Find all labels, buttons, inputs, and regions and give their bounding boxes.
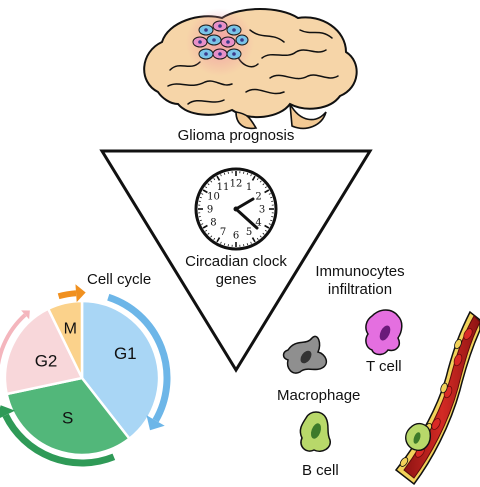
clock-number: 11 — [217, 182, 230, 193]
clock-tick — [220, 174, 222, 177]
clock-tick — [262, 232, 265, 235]
clock-tick — [270, 196, 273, 199]
clock-number: 8 — [210, 218, 216, 229]
phase-g1-arrow-head — [146, 415, 165, 431]
b-cell-label: B cell — [302, 462, 339, 479]
phase-m-arrow-head — [75, 284, 86, 303]
clock-tick — [199, 196, 202, 199]
phase-g2-wedge — [3, 307, 84, 396]
tumor-nuclei — [198, 24, 244, 56]
clock-number: 2 — [255, 192, 261, 203]
phase-m-wedge — [46, 299, 84, 379]
phase-g1-arrow — [107, 293, 171, 423]
cell-cycle-label: Cell cycle — [87, 271, 152, 288]
clock-tick — [264, 224, 270, 229]
phase-label-g2: G2 — [35, 351, 58, 370]
clock-number: 5 — [246, 227, 252, 238]
clock-ticks — [198, 171, 274, 247]
t-cell-label: T cell — [366, 358, 402, 375]
glioma-prognosis-label: Glioma prognosis — [177, 127, 295, 144]
clock-tick — [201, 193, 204, 195]
clock-number: 7 — [220, 227, 226, 238]
clock-tick — [246, 172, 249, 175]
clock-tick — [205, 186, 208, 189]
clock-tick — [250, 174, 252, 177]
clock-tick — [264, 186, 267, 189]
clock-tick — [199, 219, 202, 222]
brain-cerebellum — [289, 103, 327, 130]
macrophage-cell — [282, 335, 328, 374]
phase-label-s: S — [62, 408, 73, 427]
b-cell — [299, 411, 331, 452]
clock-tick — [251, 237, 256, 243]
clock-tick — [268, 193, 271, 195]
clock-tick — [246, 243, 249, 246]
brain-stem — [235, 111, 258, 130]
immunocytes-label-line1: Immunocytes — [315, 263, 405, 280]
clock-tick — [250, 241, 252, 244]
clock-tick — [270, 219, 273, 222]
immunocytes-label-line2: infiltration — [327, 281, 393, 298]
clock-tick — [210, 235, 213, 238]
brain-illustration — [143, 8, 358, 130]
macrophage-label: Macrophage — [277, 387, 361, 404]
clock-number: 3 — [259, 205, 265, 216]
clock-tick — [202, 189, 208, 194]
clock-tick — [262, 183, 265, 186]
clock-tick — [213, 178, 216, 181]
cell-cycle-wheel: G1S G2 M — [0, 284, 171, 467]
phase-g2-arrow — [0, 313, 27, 366]
clock-tick — [251, 175, 256, 181]
clock-tick — [264, 229, 267, 232]
phase-m-arrow — [57, 290, 77, 300]
clock-tick — [223, 172, 226, 175]
clock-tick — [207, 232, 210, 235]
clock-tick — [259, 180, 262, 183]
clock-tick — [202, 224, 208, 229]
clock-tick — [216, 175, 221, 181]
clock-tick — [264, 189, 270, 194]
blood-vessel — [394, 310, 480, 486]
clock-tick — [210, 180, 213, 183]
clock-tick — [216, 237, 221, 243]
phase-label-g1: G1 — [114, 344, 137, 363]
phase-s-arrow-head — [0, 405, 16, 418]
phase-s-arrow — [2, 413, 116, 467]
clock-number: 1 — [246, 182, 252, 193]
t-cell — [365, 309, 403, 356]
clock-minute-hand — [234, 207, 259, 230]
circadian-clock-label-line1: Circadian clock — [185, 253, 287, 270]
clock-tick — [259, 235, 262, 238]
clock-tick — [256, 237, 259, 240]
clock-number: 6 — [233, 231, 239, 242]
phase-label-m: M — [64, 320, 77, 337]
clock-number: 9 — [207, 205, 213, 216]
circadian-clock-label-line2: genes — [215, 271, 257, 288]
clock-tick — [213, 237, 216, 240]
clock-number: 10 — [207, 192, 220, 203]
clock-hour-hand — [234, 197, 255, 211]
clock-number: 12 — [230, 179, 243, 190]
clock-tick — [220, 241, 222, 244]
clock-number: 4 — [255, 218, 261, 229]
clock-tick — [223, 243, 226, 246]
clock-tick — [201, 223, 204, 225]
tumor-cells — [192, 20, 249, 60]
central-triangle — [99, 149, 373, 373]
clock-tick — [207, 183, 210, 186]
phase-g2-arrow-head — [21, 310, 30, 320]
phase-g1-wedge — [80, 299, 161, 441]
clock-tick — [268, 223, 271, 225]
clock-tick — [256, 178, 259, 181]
brain-outline — [143, 8, 358, 119]
clock-tick — [205, 229, 208, 232]
